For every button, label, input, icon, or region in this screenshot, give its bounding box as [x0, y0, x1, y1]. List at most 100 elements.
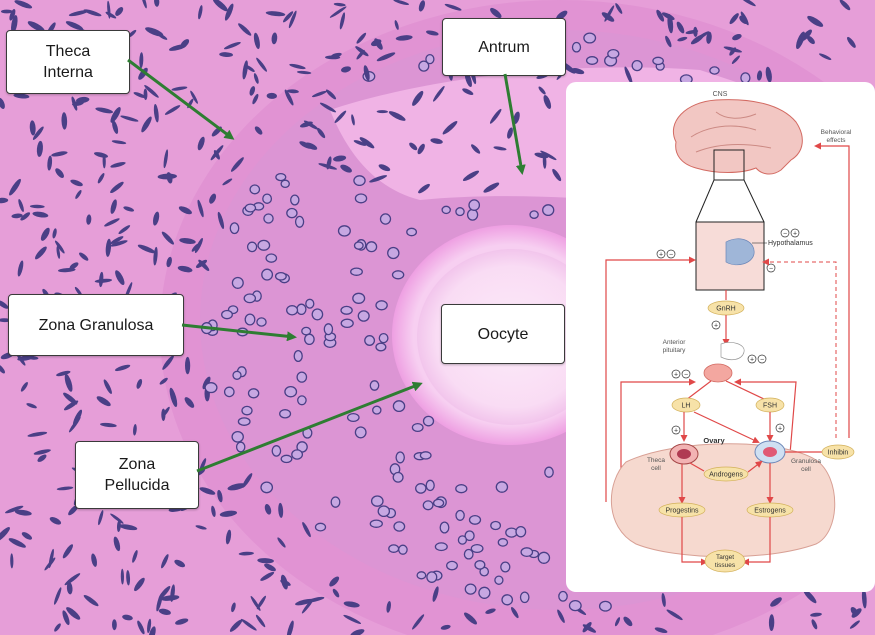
cell-nucleus [329, 6, 347, 18]
cell-nucleus [55, 168, 64, 178]
androgens-label: Androgens [709, 472, 743, 479]
zona-granulosa-text: Zona Granulosa [38, 316, 154, 334]
cell-nucleus [289, 63, 306, 70]
cell-nucleus [440, 624, 451, 630]
cell-nucleus [379, 213, 392, 225]
cell-nucleus [398, 544, 408, 555]
cell-nucleus [257, 239, 271, 251]
cell-nucleus [68, 10, 89, 17]
cell-nucleus [666, 609, 683, 621]
cell-nucleus [394, 20, 399, 30]
cell-nucleus [236, 327, 249, 337]
cell-nucleus [222, 178, 233, 186]
cell-nucleus [468, 199, 481, 211]
zona-granulosa-label: Zona Granulosa [8, 294, 184, 356]
cell-nucleus [661, 593, 666, 607]
plus-marker-pit-left-text: + [674, 372, 678, 379]
cell-nucleus [418, 0, 425, 12]
theca-to-androgens [689, 462, 705, 472]
cell-nucleus [296, 303, 307, 316]
cell-nucleus [468, 514, 482, 525]
cell-nucleus [229, 619, 243, 632]
cell-nucleus [690, 34, 704, 45]
lh-pill [671, 397, 701, 413]
cell-nucleus [70, 179, 83, 187]
cell-nucleus [318, 163, 337, 170]
cell-nucleus [17, 260, 24, 277]
cell-nucleus [104, 218, 120, 227]
cell-nucleus [333, 2, 346, 7]
cell-nucleus [26, 355, 39, 360]
cell-nucleus [58, 268, 76, 273]
cell-nucleus [388, 111, 406, 121]
cell-nucleus [489, 108, 502, 124]
zona-pellucida-line2: Pellucida [104, 477, 170, 494]
cell-nucleus [204, 382, 218, 394]
cell-nucleus [552, 168, 562, 182]
behavioral-effects-line1: Behavioral [821, 129, 852, 136]
anterior-pituitary-line1: Anterior [663, 339, 687, 346]
plus-marker-pit-right-text: + [750, 357, 754, 364]
cell-nucleus [768, 614, 775, 631]
fsh-label: FSH [763, 403, 777, 410]
cell-nucleus [260, 481, 274, 494]
cell-nucleus [369, 175, 388, 183]
cell-nucleus [607, 48, 620, 59]
cell-nucleus [271, 32, 278, 45]
zoom-source-box [713, 149, 745, 181]
cell-nucleus [325, 89, 337, 100]
cell-nucleus [264, 563, 276, 572]
oocyte-text: Oocyte [477, 325, 529, 343]
cell-nucleus [100, 422, 117, 428]
cell-nucleus [571, 41, 582, 53]
cell-nucleus [265, 11, 286, 17]
cell-nucleus [354, 426, 367, 439]
cell-nucleus [260, 571, 275, 581]
cell-nucleus [212, 0, 228, 12]
cell-nucleus [377, 505, 391, 518]
cell-nucleus [240, 618, 257, 631]
cell-nucleus [286, 89, 299, 94]
cell-nucleus [200, 322, 213, 335]
cell-nucleus [288, 10, 297, 29]
cell-nucleus [359, 137, 375, 149]
target-tissues-pill [704, 549, 746, 573]
cell-nucleus [471, 144, 481, 154]
brain-icon [673, 99, 803, 175]
cell-nucleus [264, 503, 272, 515]
cell-nucleus [291, 449, 304, 460]
cell-nucleus [374, 38, 383, 50]
cell-nucleus [319, 102, 337, 113]
cell-nucleus [353, 175, 366, 187]
cell-nucleus [158, 608, 171, 615]
cell-nucleus [847, 36, 856, 48]
cell-nucleus [665, 35, 672, 48]
cell-nucleus [332, 588, 340, 598]
cell-nucleus [198, 5, 203, 20]
cell-nucleus [161, 231, 175, 245]
cell-nucleus [185, 356, 191, 375]
cell-nucleus [271, 445, 282, 457]
cell-nucleus [14, 509, 32, 516]
cell-nucleus [211, 505, 216, 518]
target-tissues-line2: tissues [715, 562, 736, 569]
cell-nucleus [556, 10, 568, 21]
cell-nucleus [601, 12, 615, 22]
cell-nucleus [79, 252, 89, 261]
cell-nucleus [275, 172, 287, 182]
cell-nucleus [115, 270, 125, 285]
minus-marker-pit-left-text: − [684, 372, 688, 379]
brain-folds [690, 111, 772, 153]
plus-marker-fsh-text: + [778, 426, 782, 433]
cell-nucleus [255, 614, 266, 628]
cell-nucleus [470, 543, 484, 554]
cell-nucleus [372, 405, 382, 415]
cell-nucleus [426, 30, 439, 36]
cell-nucleus [32, 126, 44, 140]
cell-nucleus [217, 211, 225, 229]
cell-nucleus [341, 66, 351, 73]
zoom-line-left [695, 179, 715, 223]
cell-nucleus [455, 509, 465, 521]
lh-label: LH [682, 403, 691, 410]
minus-marker-3-text: − [769, 266, 773, 273]
